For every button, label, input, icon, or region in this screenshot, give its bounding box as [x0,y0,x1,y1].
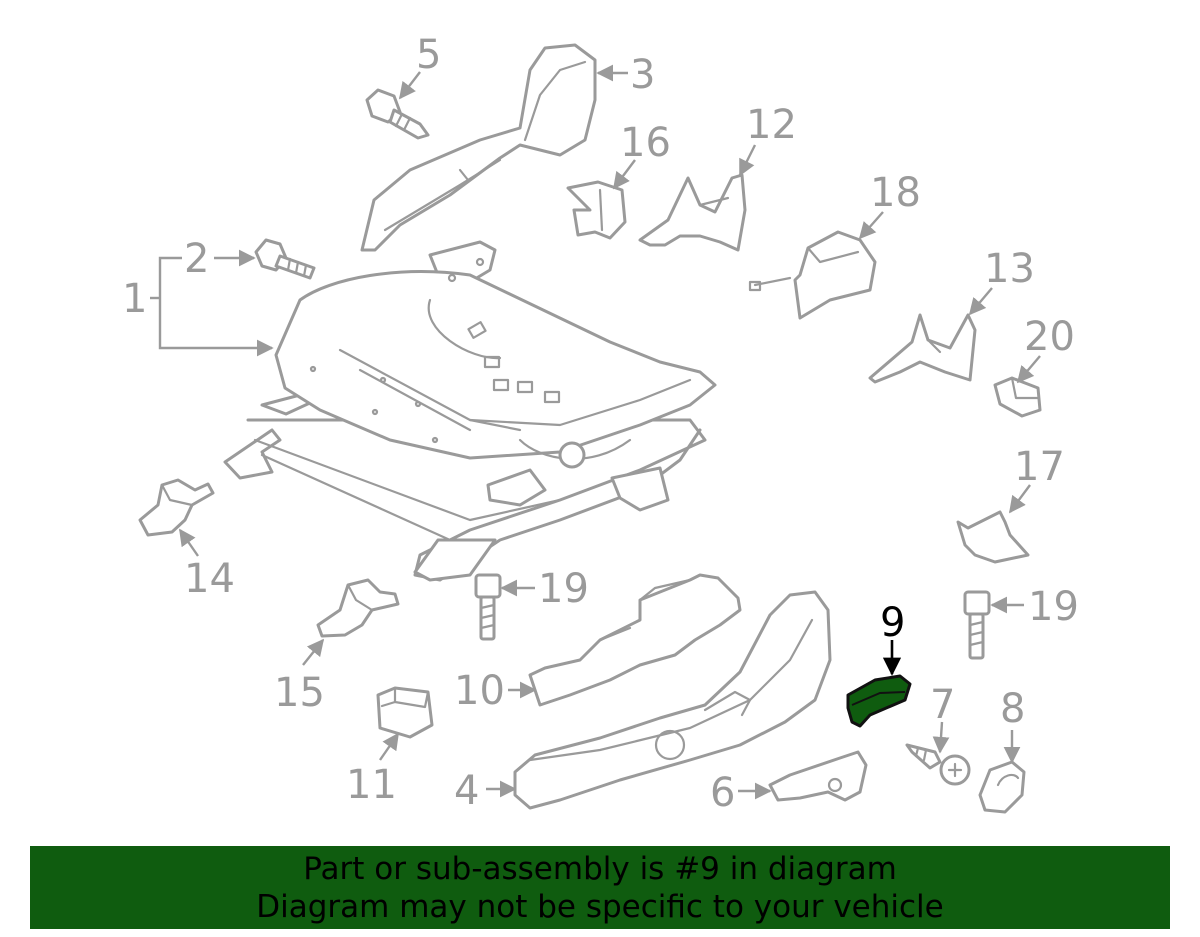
part-10-shield [528,573,742,707]
callout-12: 12 [746,102,797,148]
callout-6: 6 [710,770,735,816]
part-6-handle [768,750,868,802]
callout-19-left: 19 [538,566,589,612]
callout-numbers: 1 2 3 5 16 12 18 13 20 17 14 15 19 19 10… [122,32,1079,816]
callout-13: 13 [984,246,1035,292]
callout-10: 10 [454,668,505,714]
part-7-screw [905,743,971,786]
callout-19-right: 19 [1028,584,1079,630]
callout-9-highlighted: 9 [880,600,905,646]
part-2-bolt [254,238,316,280]
part-17-bracket [956,510,1030,564]
callout-7: 7 [930,682,955,728]
part-15-cover [316,578,400,638]
part-18-bracket [748,230,877,320]
part-9-cover-highlighted [846,674,912,728]
part-4-side-shield [513,590,832,810]
part-13-bracket [868,313,977,384]
part-5-screw [365,88,430,140]
callout-1: 1 [122,276,147,322]
callout-3: 3 [630,52,655,98]
callout-5: 5 [416,32,441,78]
callout-18: 18 [870,170,921,216]
callout-17: 17 [1014,444,1065,490]
part-16-clip [566,180,627,240]
callout-2: 2 [184,236,209,282]
leader-lines [150,64,1041,800]
callout-8: 8 [1000,686,1025,732]
part-19-bolt-right [963,590,991,660]
callout-4: 4 [454,768,479,814]
callout-15: 15 [274,670,325,716]
part-12-bracket [638,173,747,252]
part-3-shield [360,43,597,252]
callout-16: 16 [620,120,671,166]
banner-line-1: Part or sub-assembly is #9 in diagram [303,850,897,887]
part-20-clip [993,376,1042,418]
part-14-cover [138,478,215,537]
part-11-clip [376,686,434,739]
part-8-cap [978,760,1026,814]
callout-20: 20 [1024,314,1075,360]
info-banner: Part or sub-assembly is #9 in diagram Di… [30,846,1170,929]
banner-line-2: Diagram may not be specific to your vehi… [256,888,944,925]
callout-11: 11 [346,762,397,808]
callout-14: 14 [184,556,235,602]
part-19-bolt-left [474,573,502,641]
part-1-seat-frame [223,240,717,582]
